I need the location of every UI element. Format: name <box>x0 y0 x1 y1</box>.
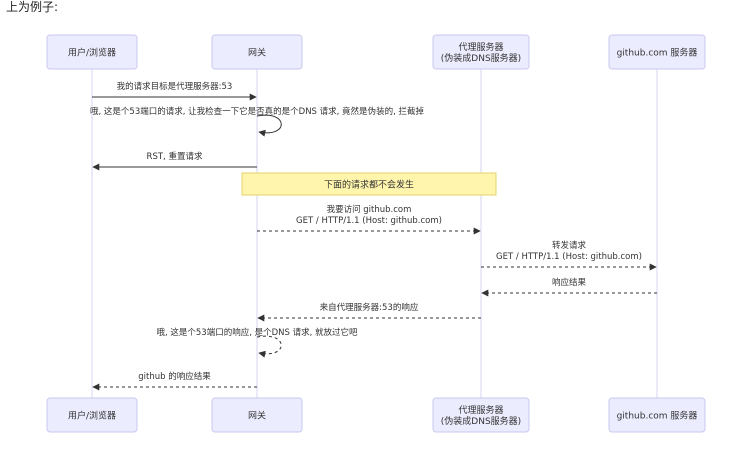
note-n1: 下面的请求都不会发生 <box>241 172 497 196</box>
participant-box <box>608 34 706 70</box>
participant-label: (伪装成DNS服务器) <box>441 52 521 64</box>
participant-label: (伪装成DNS服务器) <box>441 415 521 427</box>
participant-label: 网关 <box>248 410 266 422</box>
participant-box <box>46 397 138 433</box>
participants-top: 用户/浏览器 网关 代理服务器(伪装成DNS服务器) github.com 服务器 <box>46 34 706 70</box>
message-m2: 哦, 这是个53端口的请求, 让我检查一下它是否真的是个DNS 请求, 竟然是伪… <box>90 106 424 137</box>
page-caption: 上为例子: <box>6 0 59 14</box>
message-label: 来自代理服务器:53的响应 <box>320 302 419 313</box>
participant-box <box>211 397 303 433</box>
self-message-arrow <box>256 114 282 137</box>
message-m8: 哦, 这是个53端口的响应, 是个DNS 请求, 就放过它吧 <box>156 327 358 358</box>
message-label: 响应结果 <box>552 277 587 288</box>
note-box <box>241 172 497 196</box>
note-text: 下面的请求都不会发生 <box>324 179 414 191</box>
message-label: GET / HTTP/1.1 (Host: github.com) <box>496 252 642 262</box>
message-label: github 的响应结果 <box>138 371 211 382</box>
participant-label: 代理服务器 <box>458 404 503 416</box>
note-layer: 下面的请求都不会发生 <box>241 172 497 196</box>
participant-label: github.com 服务器 <box>617 410 698 422</box>
message-label: GET / HTTP/1.1 (Host: github.com) <box>296 216 442 226</box>
participants-bottom: 用户/浏览器 网关 代理服务器(伪装成DNS服务器) github.com 服务器 <box>46 397 706 433</box>
participant-label: github.com 服务器 <box>617 47 698 59</box>
participant-github-bottom: github.com 服务器 <box>608 397 706 433</box>
message-m3: RST, 重置请求 <box>92 151 257 171</box>
message-m9: github 的响应结果 <box>92 371 257 391</box>
message-m6: 响应结果 <box>481 277 657 297</box>
message-label: RST, 重置请求 <box>147 151 203 162</box>
participant-box <box>432 397 530 433</box>
participant-box <box>211 34 303 70</box>
participant-user-bottom: 用户/浏览器 <box>46 397 138 433</box>
message-m7: 来自代理服务器:53的响应 <box>257 302 481 322</box>
participant-label: 用户/浏览器 <box>68 410 116 422</box>
message-m1: 我的请求目标是代理服务器:53 <box>92 81 257 101</box>
participant-proxy-top: 代理服务器(伪装成DNS服务器) <box>432 34 530 70</box>
message-label: 转发请求 <box>552 240 587 251</box>
participant-proxy-bottom: 代理服务器(伪装成DNS服务器) <box>432 397 530 433</box>
participant-github-top: github.com 服务器 <box>608 34 706 70</box>
participant-label: 网关 <box>248 47 266 59</box>
participant-gateway-bottom: 网关 <box>211 397 303 433</box>
participant-label: 代理服务器 <box>458 41 503 53</box>
self-message-arrow <box>256 335 282 358</box>
participant-gateway-top: 网关 <box>211 34 303 70</box>
participant-user-top: 用户/浏览器 <box>46 34 138 70</box>
participant-box <box>46 34 138 70</box>
participant-label: 用户/浏览器 <box>68 47 116 59</box>
participant-box <box>608 397 706 433</box>
participant-box <box>432 34 530 70</box>
message-label: 我要访问 github.com <box>327 204 412 215</box>
messages: 我的请求目标是代理服务器:53 哦, 这是个53端口的请求, 让我检查一下它是否真… <box>90 81 657 391</box>
message-label: 我的请求目标是代理服务器:53 <box>117 81 233 92</box>
message-label: 哦, 这是个53端口的请求, 让我检查一下它是否真的是个DNS 请求, 竟然是伪… <box>90 106 424 117</box>
message-label: 哦, 这是个53端口的响应, 是个DNS 请求, 就放过它吧 <box>156 327 358 338</box>
lifelines <box>91 69 658 398</box>
